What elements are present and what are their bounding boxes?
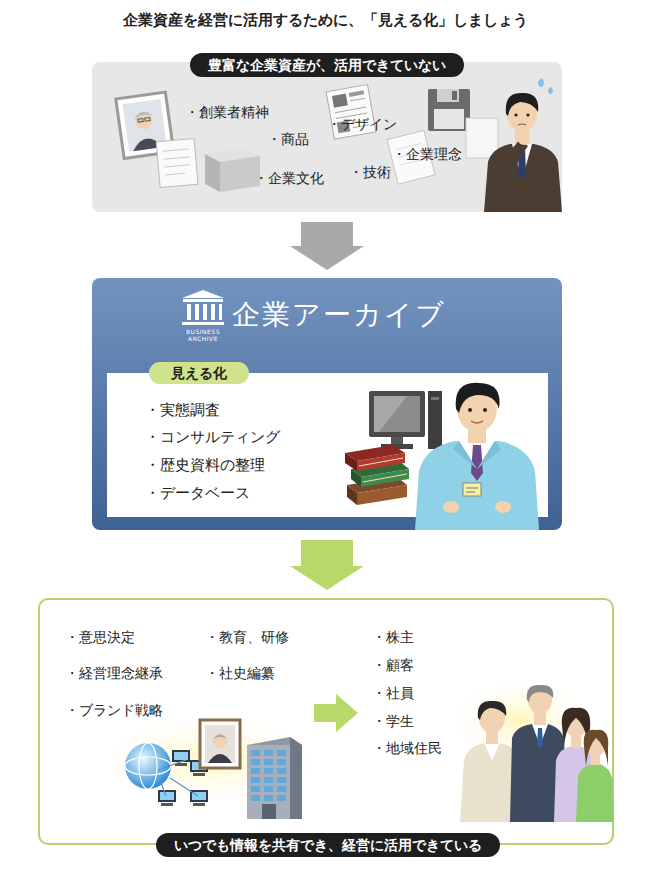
audience-item: ・学生 <box>372 711 414 731</box>
use-item: ・意思決定 <box>65 627 135 647</box>
problem-panel: 豊富な企業資産が、活用できていない・創業者精神・商品・デザイン・企業理念・企業文… <box>92 62 562 212</box>
service-item: ・歴史資料の整理 <box>145 455 265 475</box>
assets-illustration <box>92 62 562 212</box>
asset-item: ・デザイン <box>327 114 397 134</box>
service-box: 見える化・実態調査・コンサルティング・歴史資料の整理・データベース <box>107 373 548 517</box>
page-title: 企業資産を経営に活用するために、「見える化」しましょう <box>0 9 650 31</box>
use-item: ・社史編纂 <box>205 663 275 683</box>
archive-panel: 企業アーカイブ BUSINESS ARCHIVE <box>92 278 562 530</box>
audience-item: ・株主 <box>372 627 414 647</box>
tag-pill: 見える化 <box>149 362 249 384</box>
service-item: ・コンサルティング <box>145 427 280 447</box>
use-item: ・教育、研修 <box>205 627 289 647</box>
use-item: ・ブランド戦略 <box>65 700 163 720</box>
panel-heading: 企業アーカイブ <box>232 298 446 332</box>
audience-item: ・地域住民 <box>372 738 442 758</box>
flow-arrow <box>290 222 364 270</box>
audience-item: ・社員 <box>372 683 414 703</box>
service-item: ・実態調査 <box>145 400 220 420</box>
result-panel: ・意思決定 ・教育、研修・経営理念継承 ・社史編纂・ブランド戦略 ・株主・顧客・社員・… <box>38 598 614 845</box>
use-item: ・経営理念継承 <box>65 663 163 683</box>
footer-pill: いつでも情報を共有でき、経営に活用できている <box>156 833 500 857</box>
asset-item: ・商品 <box>267 129 309 149</box>
audience-item: ・顧客 <box>372 655 414 675</box>
asset-item: ・創業者精神 <box>185 102 269 122</box>
asset-item: ・企業理念 <box>392 144 462 164</box>
logo-text: BUSINESS ARCHIVE <box>179 328 227 342</box>
asset-item: ・技術 <box>349 162 391 182</box>
flow-arrow <box>290 540 364 590</box>
header-pill: 豊富な企業資産が、活用できていない <box>190 53 464 77</box>
asset-item: ・企業文化 <box>254 168 324 188</box>
service-item: ・データベース <box>145 483 250 503</box>
